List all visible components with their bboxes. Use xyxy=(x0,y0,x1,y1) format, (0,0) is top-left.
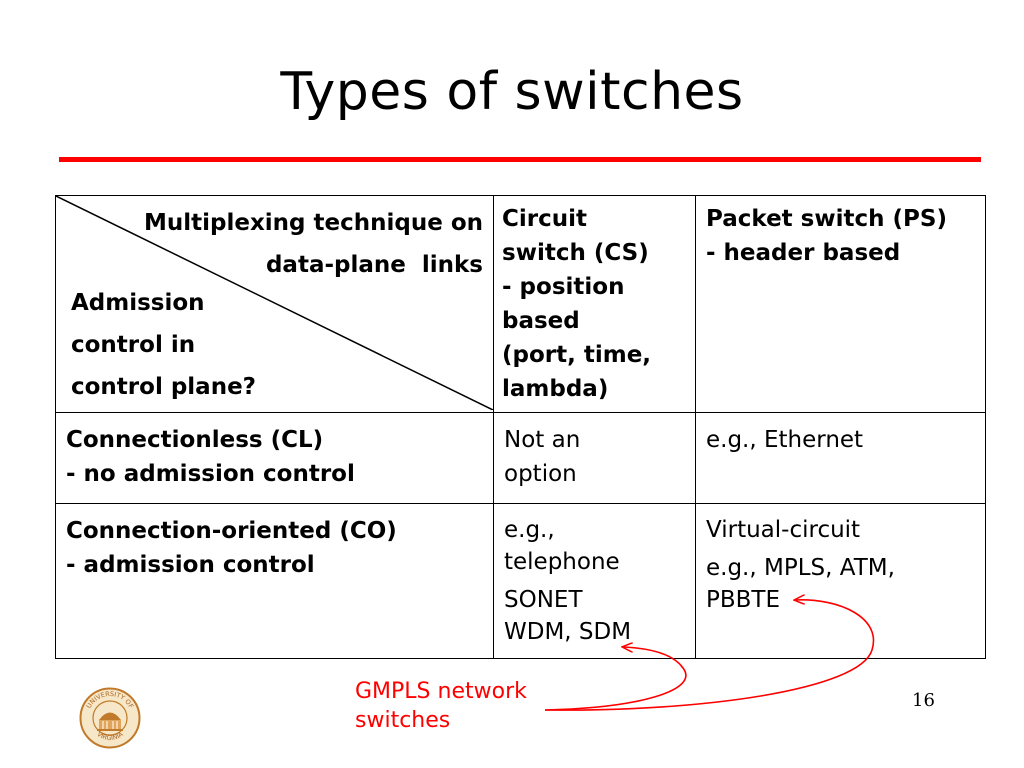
cs-header-line: - position xyxy=(502,274,625,300)
row-header-line: Connectionless (CL) xyxy=(66,427,324,453)
cell-cl-ps: e.g., Ethernet xyxy=(695,412,986,504)
cs-header-line: lambda) xyxy=(502,376,609,402)
cell-line: e.g., xyxy=(504,517,555,543)
row-dimension-line-2: control in xyxy=(71,332,196,358)
cell-line: e.g., MPLS, ATM, xyxy=(706,555,895,581)
cs-header-line: Circuit xyxy=(502,206,587,232)
slide-title: Types of switches xyxy=(280,62,744,122)
cell-line: Virtual-circuit xyxy=(706,517,861,543)
seal-text-bottom: VIRGINIA xyxy=(95,730,125,742)
column-dimension-label: Multiplexing technique on data-plane lin… xyxy=(144,202,483,286)
table-row-connectionless: Connectionless (CL) - no admission contr… xyxy=(55,412,986,504)
row-header-line: - admission control xyxy=(66,552,315,578)
cell-line: Not an xyxy=(504,427,581,453)
table-row-connection-oriented: Connection-oriented (CO) - admission con… xyxy=(55,503,986,659)
cs-header-line: based xyxy=(502,308,580,334)
cs-header-line: switch (CS) xyxy=(502,240,649,266)
column-dimension-line-2: data-plane links xyxy=(265,252,483,278)
column-dimension-line-1: Multiplexing technique on xyxy=(143,210,483,236)
cell-line: e.g., Ethernet xyxy=(706,427,864,453)
ps-header-line: Packet switch (PS) xyxy=(706,206,947,232)
cell-co-cs: e.g., telephone SONET WDM, SDM xyxy=(493,503,696,659)
cell-co-ps: Virtual-circuit e.g., MPLS, ATM, PBBTE xyxy=(695,503,986,659)
row-dimension-label: Admission control in control plane? xyxy=(71,282,256,408)
cs-header-line: (port, time, xyxy=(502,342,652,368)
switch-types-table: Multiplexing technique on data-plane lin… xyxy=(55,195,986,659)
cell-line: option xyxy=(504,461,577,487)
cell-cl-cs: Not an option xyxy=(493,412,696,504)
title-underline xyxy=(59,157,981,162)
university-of-virginia-seal-icon: UNIVERSITY OF VIRGINIA xyxy=(79,687,141,749)
cell-line: PBBTE xyxy=(706,587,781,613)
cell-line: WDM, SDM xyxy=(504,619,632,645)
table-header-row: Multiplexing technique on data-plane lin… xyxy=(55,195,986,413)
row-header-line: Connection-oriented (CO) xyxy=(66,518,397,544)
table-corner-cell: Multiplexing technique on data-plane lin… xyxy=(55,195,494,413)
cell-line: SONET xyxy=(504,587,583,613)
ps-header-line: - header based xyxy=(706,240,901,266)
column-header-circuit-switch: Circuit switch (CS) - position based (po… xyxy=(493,195,696,413)
row-header-connectionless: Connectionless (CL) - no admission contr… xyxy=(55,412,494,504)
cell-line: telephone xyxy=(504,549,620,575)
row-dimension-line-1: Admission xyxy=(71,290,205,316)
row-header-connection-oriented: Connection-oriented (CO) - admission con… xyxy=(55,503,494,659)
page-number: 16 xyxy=(912,690,935,711)
row-header-line: - no admission control xyxy=(66,461,355,487)
corner-diagonal-line xyxy=(56,196,493,410)
column-header-packet-switch: Packet switch (PS) - header based xyxy=(695,195,986,413)
gmpls-annotation: GMPLS network switches xyxy=(355,677,527,735)
annotation-line-1: GMPLS network xyxy=(355,679,527,704)
annotation-line-2: switches xyxy=(355,708,451,733)
row-dimension-line-3: control plane? xyxy=(71,374,257,400)
